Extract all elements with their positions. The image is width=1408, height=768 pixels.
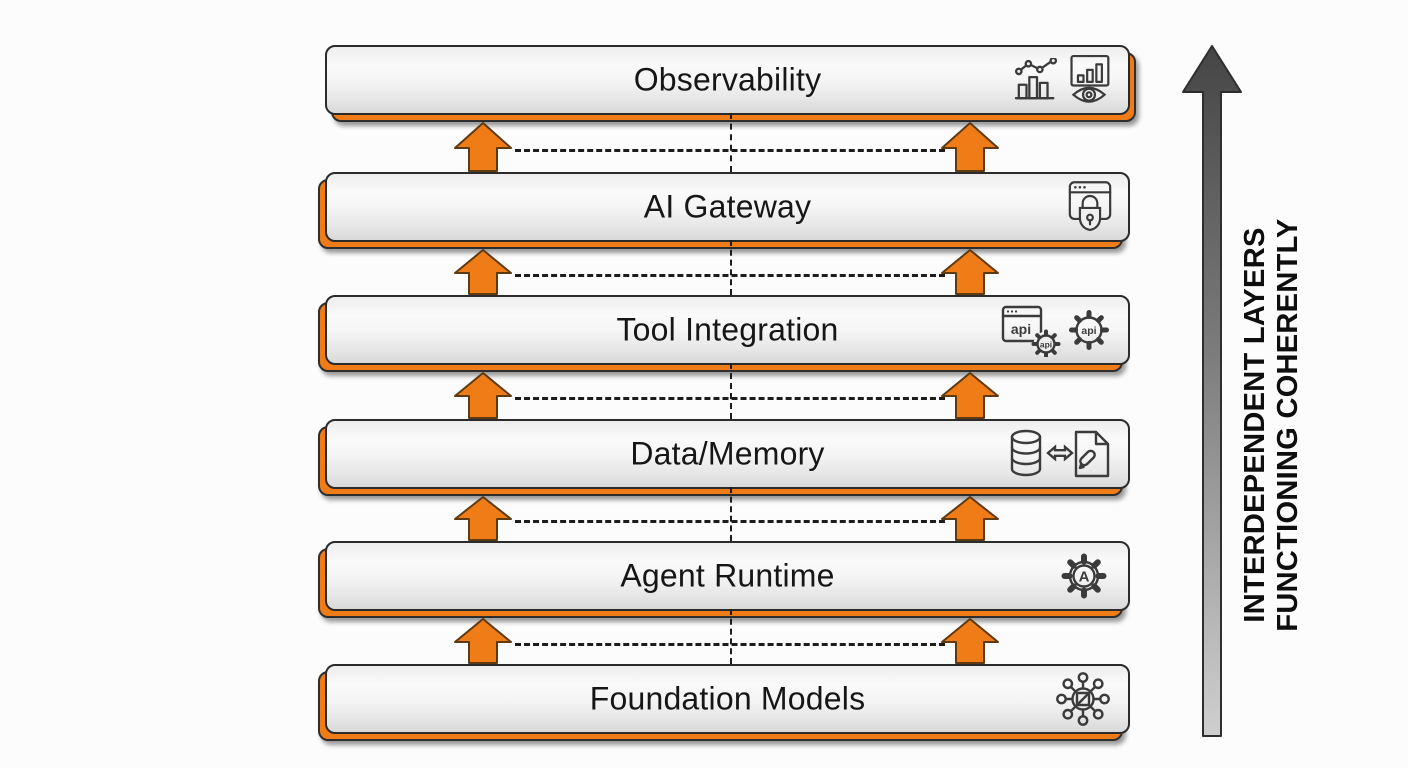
layer-face: Agent Runtime A <box>325 541 1130 611</box>
connector-gap <box>325 240 1130 295</box>
up-arrow-icon <box>941 372 999 419</box>
up-arrow-icon <box>454 496 512 541</box>
svg-text:api: api <box>1081 325 1096 337</box>
connector-gap <box>325 487 1130 541</box>
layer-face: Foundation Models <box>325 664 1130 734</box>
svg-text:A: A <box>1079 569 1090 586</box>
layer-face: Data/Memory <box>325 419 1130 489</box>
layer-face: Tool Integration api api api <box>325 295 1130 365</box>
up-arrow-icon <box>941 618 999 664</box>
vertical-dashed-line <box>730 487 732 541</box>
layer-icons <box>1054 670 1112 728</box>
big-up-arrow <box>1182 45 1242 737</box>
layer-icons: A <box>1056 548 1112 604</box>
up-arrow-icon <box>454 618 512 664</box>
layer-label: Foundation Models <box>589 680 866 717</box>
report-eye-icon <box>1070 54 1110 103</box>
up-arrow-icon <box>454 372 512 419</box>
api-gear-icon: api <box>1069 310 1109 350</box>
vertical-dashed-line <box>730 609 732 664</box>
layer-icons <box>1013 54 1112 106</box>
up-arrow-icon <box>941 496 999 541</box>
up-arrow-icon <box>454 122 512 172</box>
vertical-dashed-line <box>730 363 732 419</box>
layer-label: Agent Runtime <box>620 557 835 594</box>
side-caption-line2: FUNCTIONING COHERENTLY <box>1272 218 1304 632</box>
vertical-dashed-line <box>730 113 732 172</box>
horizontal-dashed-line <box>515 273 945 277</box>
layer-tool-integration: Tool Integration api api api <box>318 295 1130 372</box>
svg-text:api: api <box>1040 340 1052 350</box>
horizontal-dashed-line <box>515 642 945 646</box>
layer-label: Data/Memory <box>630 435 825 472</box>
analytics-chart-icon <box>1014 58 1058 100</box>
layer-icons <box>1008 428 1112 480</box>
layer-face: Observability <box>325 45 1130 115</box>
layer-foundation-models: Foundation Models <box>318 664 1130 741</box>
layer-icons: api api api <box>1001 303 1112 357</box>
layer-agent-runtime: Agent Runtime A <box>318 541 1130 618</box>
secure-window-lock-icon <box>1068 181 1112 232</box>
connector-gap <box>325 113 1130 172</box>
layer-label: Tool Integration <box>616 311 839 348</box>
layer-label: Observability <box>633 61 822 98</box>
network-node-icon <box>1056 672 1110 726</box>
database-sync-document-icon <box>1010 429 1110 478</box>
connector-gap <box>325 609 1130 664</box>
up-arrow-icon <box>941 249 999 295</box>
horizontal-dashed-line <box>515 149 945 152</box>
horizontal-dashed-line <box>515 520 945 524</box>
vertical-dashed-line <box>730 240 732 295</box>
layer-face: AI Gateway <box>325 172 1130 242</box>
svg-text:api: api <box>1011 321 1031 337</box>
api-window-gear-icon: api api <box>1001 305 1061 357</box>
layer-observability: Observability <box>325 45 1136 122</box>
agent-gear-icon: A <box>1061 553 1107 599</box>
side-caption-line1: INTERDEPENDENT LAYERS <box>1239 227 1271 623</box>
side-caption: INTERDEPENDENT LAYERS FUNCTIONING COHERE… <box>1238 205 1306 645</box>
horizontal-dashed-line <box>515 397 945 401</box>
layer-icons <box>1068 180 1112 234</box>
up-arrow-icon <box>454 249 512 295</box>
layer-ai-gateway: AI Gateway <box>318 172 1130 249</box>
layer-data-memory: Data/Memory <box>318 419 1130 496</box>
up-arrow-icon <box>941 122 999 172</box>
layer-label: AI Gateway <box>643 188 812 225</box>
connector-gap <box>325 363 1130 419</box>
